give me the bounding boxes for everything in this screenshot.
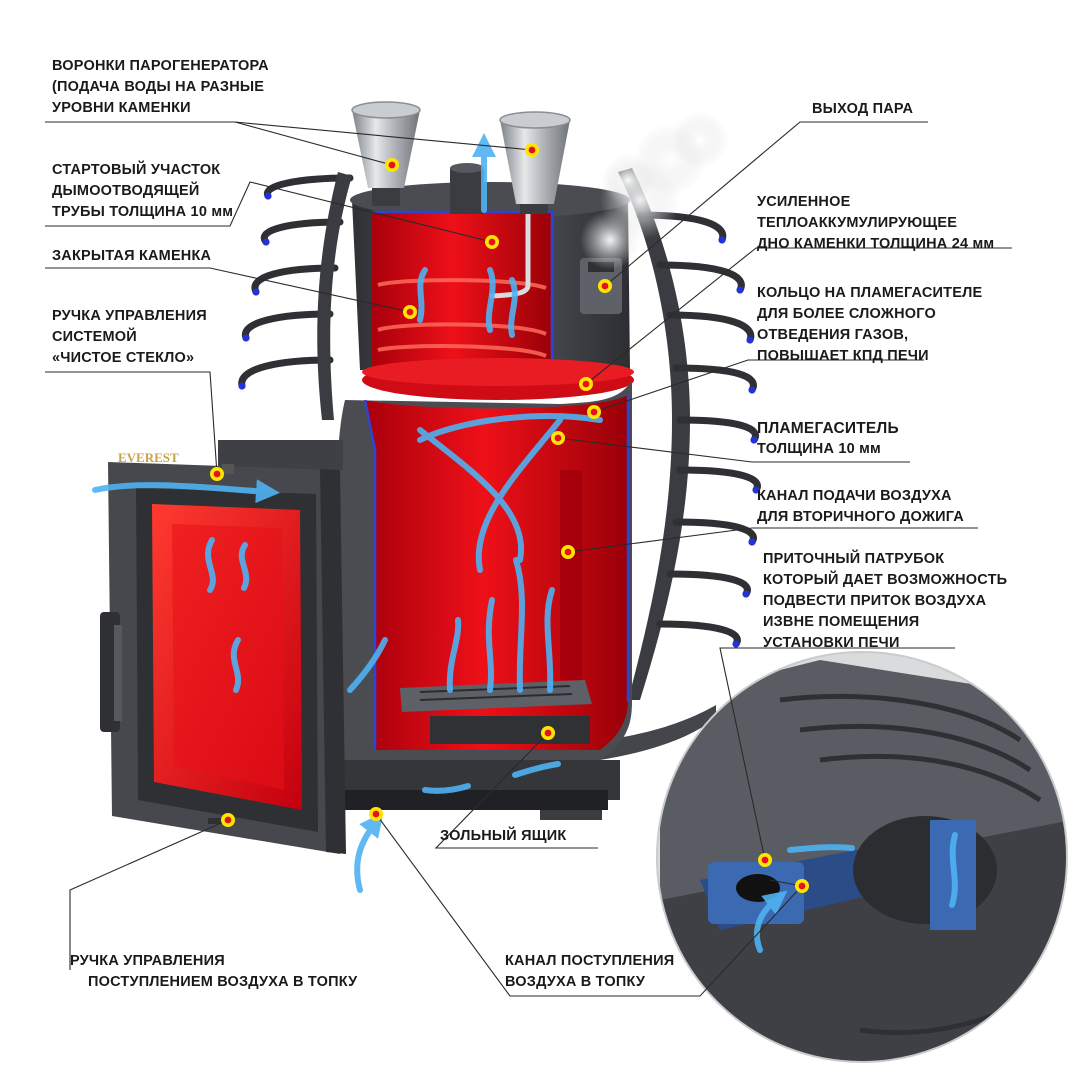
callout-ring-line: ОТВЕДЕНИЯ ГАЗОВ, <box>757 327 909 343</box>
firebox-cut-edge <box>363 399 377 750</box>
callout-inlet-pipe-line: УСТАНОВКИ ПЕЧИ <box>763 635 900 651</box>
leader-lines <box>45 121 1012 997</box>
marker-ring-center <box>590 408 598 416</box>
callout-funnels-line: (ПОДАЧА ВОДЫ НА РАЗНЫЕ <box>52 79 265 95</box>
marker-bottom-plate-center <box>582 380 590 388</box>
callout-bottom-line: ДНО КАМЕНКИ ТОЛЩИНА 24 мм <box>757 236 995 252</box>
callout-start-pipe: СТАРТОВЫЙ УЧАСТОК ДЫМООТВОДЯЩЕЙ ТРУБЫ ТО… <box>52 160 233 223</box>
callout-bottom: УСИЛЕННОЕ ТЕПЛОАККУМУЛИРУЮЩЕЕ ДНО КАМЕНК… <box>757 192 994 255</box>
start-smoke-pipe-top <box>450 163 484 173</box>
callout-ash-box: ЗОЛЬНЫЙ ЯЩИК <box>440 826 566 847</box>
callout-markers <box>210 143 809 893</box>
start-smoke-pipe <box>450 168 484 214</box>
callout-clean-glass: РУЧКА УПРАВЛЕНИЯ СИСТЕМОЙ «ЧИСТОЕ СТЕКЛО… <box>52 306 207 369</box>
heater-frame-right <box>618 168 690 700</box>
marker-clean-glass-center <box>213 470 221 478</box>
callout-funnels: ВОРОНКИ ПАРОГЕНЕРАТОРА (ПОДАЧА ВОДЫ НА Р… <box>52 56 269 119</box>
inlet-zoom-inset <box>657 652 1067 1062</box>
callout-start-pipe-line: ТРУБЫ ТОЛЩИНА 10 мм <box>52 204 234 220</box>
door-handle-grip <box>114 625 122 721</box>
callout-closed-heater: ЗАКРЫТАЯ КАМЕНКА <box>52 246 211 267</box>
door-glass-inner <box>172 524 284 790</box>
inset-border <box>656 651 1068 1063</box>
callout-inlet-pipe-line: ИЗВНЕ ПОМЕЩЕНИЯ <box>763 614 920 630</box>
ash-drawer-edge <box>338 790 608 810</box>
grate-slots <box>419 685 573 701</box>
callout-steam-out-line: ВЫХОД ПАРА <box>812 101 914 117</box>
callout-secondary-air: КАНАЛ ПОДАЧИ ВОЗДУХА ДЛЯ ВТОРИЧНОГО ДОЖИ… <box>757 486 964 528</box>
heater-cut-edge <box>372 210 554 370</box>
callout-flame-damper-line: ТОЛЩИНА 10 мм <box>757 441 881 457</box>
callout-flame-damper: ПЛАМЕГАСИТЕЛЬ ТОЛЩИНА 10 мм <box>757 418 899 460</box>
heater-top-lid <box>350 182 630 218</box>
marker-air-handle-center <box>224 816 232 824</box>
clean-glass-lever <box>222 464 234 474</box>
secondary-air-channel <box>560 470 582 680</box>
callout-ring-line: ПОВЫШАЕТ КПД ПЕЧИ <box>757 348 929 364</box>
callout-air-channel-line: КАНАЛ ПОСТУПЛЕНИЯ <box>505 953 675 969</box>
marker-steam-out-center <box>601 282 609 290</box>
inset-inlet-hole <box>736 874 780 902</box>
callout-clean-glass-line: СИСТЕМОЙ <box>52 329 137 345</box>
steam-funnel-right <box>499 111 571 214</box>
marker-flame-damper-center <box>554 434 562 442</box>
callout-ring-line: ДЛЯ БОЛЕЕ СЛОЖНОГО <box>757 306 936 322</box>
callout-air-handle-line: ПОСТУПЛЕНИЕМ ВОЗДУХА В ТОПКУ <box>88 974 358 990</box>
callout-inlet-pipe: ПРИТОЧНЫЙ ПАТРУБОК КОТОРЫЙ ДАЕТ ВОЗМОЖНО… <box>763 549 1007 654</box>
funnel-water-tube <box>489 212 531 299</box>
front-plate <box>218 440 343 470</box>
heater-bottom-plate-top <box>362 358 634 386</box>
callout-funnels-line: ВОРОНКИ ПАРОГЕНЕРАТОРА <box>52 58 269 74</box>
marker-funnel-right-center <box>528 146 536 154</box>
callout-air-channel: КАНАЛ ПОСТУПЛЕНИЯ ВОЗДУХА В ТОПКУ <box>505 951 674 993</box>
callout-secondary-air-line: ДЛЯ ВТОРИЧНОГО ДОЖИГА <box>757 509 964 525</box>
callout-closed-heater-line: ЗАКРЫТАЯ КАМЕНКА <box>52 248 212 264</box>
callout-clean-glass-line: «ЧИСТОЕ СТЕКЛО» <box>52 350 195 366</box>
callout-ring: КОЛЬЦО НА ПЛАМЕГАСИТЕЛЕ ДЛЯ БОЛЕЕ СЛОЖНО… <box>757 283 982 367</box>
callout-start-pipe-line: ДЫМООТВОДЯЩЕЙ <box>52 183 200 199</box>
air-handle-lever <box>208 818 228 824</box>
callout-inlet-pipe-line: ПОДВЕСТИ ПРИТОК ВОЗДУХА <box>763 593 987 609</box>
rod-tips-right <box>718 236 760 648</box>
rod-tips-left <box>238 192 272 390</box>
marker-funnel-left-center <box>388 161 396 169</box>
callout-steam-out: ВЫХОД ПАРА <box>812 99 913 120</box>
callout-secondary-air-line: КАНАЛ ПОДАЧИ ВОЗДУХА <box>757 488 952 504</box>
callout-air-handle-line: РУЧКА УПРАВЛЕНИЯ <box>70 953 225 969</box>
marker-closed-heater-center <box>406 308 414 316</box>
callout-clean-glass-line: РУЧКА УПРАВЛЕНИЯ <box>52 308 207 324</box>
callout-funnels-line: УРОВНИ КАМЕНКИ <box>52 100 191 116</box>
callout-air-channel-line: ВОЗДУХА В ТОПКУ <box>505 974 646 990</box>
heater-glowing-rings <box>377 278 547 358</box>
brand-logo: EVEREST <box>118 450 179 465</box>
air-flow-arrows <box>92 133 958 953</box>
door-frame-side <box>320 469 346 854</box>
steam-funnel-left <box>351 101 421 206</box>
callout-start-pipe-line: СТАРТОВЫЙ УЧАСТОК <box>52 162 221 178</box>
callout-inlet-pipe-line: ПРИТОЧНЫЙ ПАТРУБОК <box>763 551 945 567</box>
closed-heater-chamber <box>372 212 552 370</box>
marker-air-channel-center <box>372 810 380 818</box>
marker-start-pipe-center <box>488 238 496 246</box>
steam-cloud <box>580 112 728 270</box>
callout-bottom-line: УСИЛЕННОЕ <box>757 194 851 210</box>
callout-air-handle: РУЧКА УПРАВЛЕНИЯ ПОСТУПЛЕНИЕМ ВОЗДУХА В … <box>70 951 357 993</box>
heater-frame-left <box>317 172 352 420</box>
ash-box <box>430 716 590 744</box>
marker-secondary-air-center <box>564 548 572 556</box>
callout-ring-line: КОЛЬЦО НА ПЛАМЕГАСИТЕЛЕ <box>757 285 983 301</box>
marker-inset-inlet-center <box>761 856 769 864</box>
callout-bottom-line: ТЕПЛОАККУМУЛИРУЮЩЕЕ <box>757 215 958 231</box>
callout-flame-damper-line: ПЛАМЕГАСИТЕЛЬ <box>757 420 899 437</box>
marker-inset-channel-center <box>798 882 806 890</box>
callout-ash-box-line: ЗОЛЬНЫЙ ЯЩИК <box>440 828 567 844</box>
marker-ash-box-center <box>544 729 552 737</box>
callout-inlet-pipe-line: КОТОРЫЙ ДАЕТ ВОЗМОЖНОСТЬ <box>763 572 1008 588</box>
